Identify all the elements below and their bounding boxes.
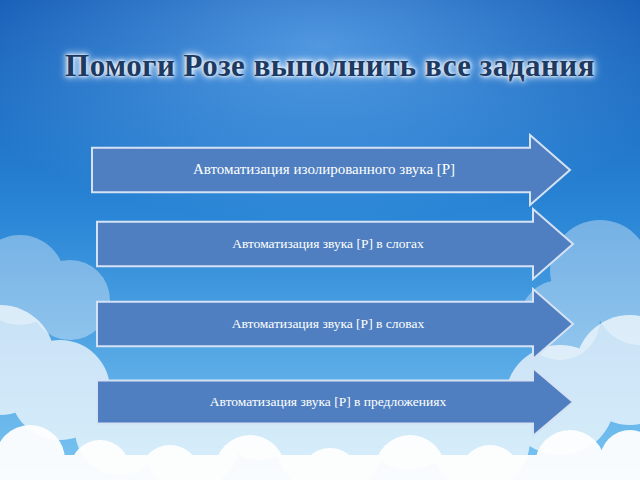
slide-title: Помоги Розе выполнить все задания <box>60 48 600 84</box>
arrow-box: Автоматизация изолированного звука [Р] <box>90 133 572 207</box>
arrow-outline <box>97 368 573 436</box>
arrow-label: Автоматизация звука [Р] в словах <box>232 302 424 346</box>
arrow-label: Автоматизация изолированного звука [Р] <box>193 148 455 192</box>
arrow-box: Автоматизация звука [Р] в слогах <box>95 207 575 281</box>
arrow-label: Автоматизация звука [Р] в предложениях <box>210 380 446 423</box>
arrow-outline <box>92 135 570 205</box>
arrow-box: Автоматизация звука [Р] в словах <box>95 287 575 361</box>
arrow-outline <box>97 209 573 279</box>
arrow-outline <box>97 289 573 359</box>
arrow-box: Автоматизация звука [Р] в предложениях <box>95 366 575 438</box>
arrow-label: Автоматизация звука [Р] в слогах <box>232 222 424 266</box>
front-clouds <box>0 425 640 480</box>
